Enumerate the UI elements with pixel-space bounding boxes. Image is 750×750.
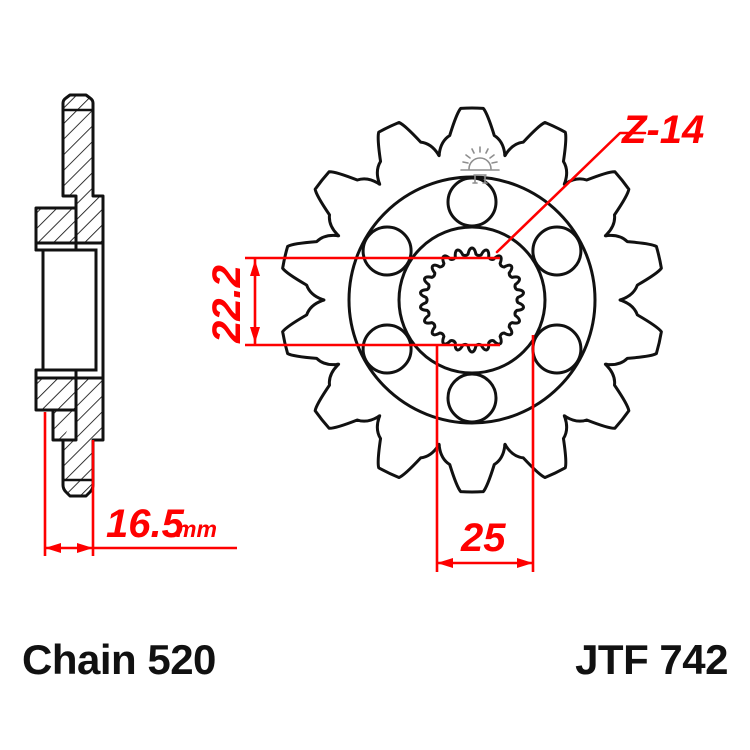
dimension-thickness: 16.5 mm <box>43 412 237 556</box>
section-upper-tooth <box>61 93 105 245</box>
dim-arrow-top <box>250 260 260 276</box>
dimension-bore-height: 22.2 <box>205 256 500 347</box>
dimension-bore-width: 25 <box>435 335 535 572</box>
bolt-hole <box>446 372 498 424</box>
section-hub-cavity <box>41 248 98 372</box>
bolt-hole-group <box>361 176 583 424</box>
sprocket-flange-circle <box>347 175 597 425</box>
section-view <box>34 93 105 498</box>
dim-arrow-bottom <box>250 327 260 343</box>
dimension-thickness-value: 16.5 <box>106 502 185 546</box>
chain-label: Chain 520 <box>22 636 216 683</box>
part-number-label: JTF 742 <box>575 636 728 683</box>
section-lower-flange <box>34 376 78 412</box>
dim-arrow-left <box>437 558 453 568</box>
dimension-thickness-unit: mm <box>176 516 217 542</box>
front-view-sprocket <box>281 106 663 494</box>
dim-arrow-right <box>517 558 533 568</box>
bolt-hole <box>361 323 413 375</box>
sprocket-tooth-ring <box>281 106 663 494</box>
sunrise-logo-icon <box>460 146 500 184</box>
dimension-bore-width-value: 25 <box>460 516 506 560</box>
bolt-hole <box>531 225 583 277</box>
bolt-hole <box>446 176 498 228</box>
dim-arrow-right <box>77 543 93 553</box>
dimension-bore-height-value: 22.2 <box>205 265 249 344</box>
section-upper-flange <box>34 206 78 245</box>
bolt-hole <box>361 225 413 277</box>
callout-teeth: Z-14 <box>495 108 704 254</box>
callout-leader-line <box>495 131 647 254</box>
bolt-hole <box>531 323 583 375</box>
splined-bore <box>419 246 525 354</box>
callout-teeth-label: Z-14 <box>621 108 704 152</box>
dim-arrow-left <box>45 543 61 553</box>
